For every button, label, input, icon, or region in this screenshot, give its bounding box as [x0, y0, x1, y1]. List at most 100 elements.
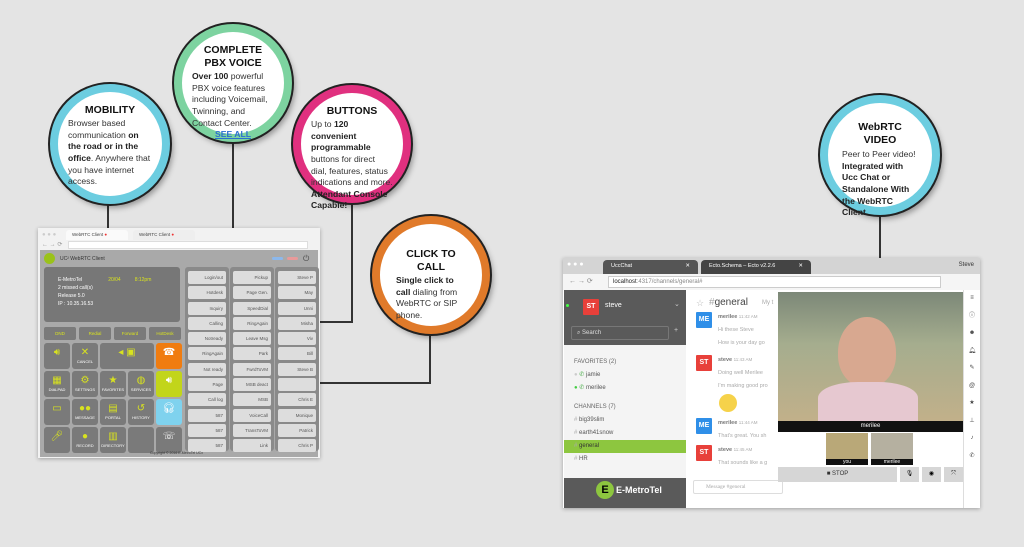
function-key-forward[interactable]: Forward: [114, 327, 146, 340]
mute-mic-icon[interactable]: 🎙: [900, 467, 919, 482]
bell-icon[interactable]: 🔔︎: [968, 347, 976, 354]
keypad-button[interactable]: ●RECORD: [72, 427, 98, 453]
programmable-button[interactable]: Steve B: [278, 362, 316, 376]
star-icon[interactable]: ★: [969, 400, 975, 406]
handset-button[interactable]: ☏: [156, 427, 182, 453]
programmable-button[interactable]: Notready: [188, 332, 226, 346]
programmable-button[interactable]: SpeedDial: [233, 301, 271, 315]
keypad-button[interactable]: ⚙SETTINGS: [72, 371, 98, 397]
function-key-redial[interactable]: Redial: [79, 327, 111, 340]
nav-buttons[interactable]: ← → ⟳: [42, 242, 63, 248]
programmable-button[interactable]: VoiceCall: [233, 408, 271, 422]
programmable-button[interactable]: Park: [233, 347, 271, 361]
programmable-button[interactable]: Pickup: [233, 271, 271, 284]
programmable-button[interactable]: Page: [188, 378, 226, 392]
programmable-button[interactable]: TransToVM: [233, 423, 271, 437]
favorite-item-merilee[interactable]: ● ✆ merilee: [574, 385, 606, 391]
address-bar[interactable]: localhost:4317/channels/general#: [608, 276, 941, 288]
programmable-button[interactable]: Login/out: [188, 271, 226, 284]
programmable-button[interactable]: 587: [188, 408, 226, 422]
browser-tab[interactable]: UccChat✕: [603, 260, 698, 274]
programmable-button[interactable]: Bill: [278, 347, 316, 361]
hide-video-icon[interactable]: ◉: [922, 467, 941, 482]
headset-button[interactable]: 🎧︎: [156, 399, 182, 425]
address-bar[interactable]: [68, 241, 308, 249]
programmable-button[interactable]: Call log: [188, 393, 226, 407]
stop-button[interactable]: ■ STOP: [778, 467, 897, 482]
power-icon[interactable]: ⏻: [303, 254, 310, 263]
keypad-button[interactable]: ◍SERVICES: [128, 371, 154, 397]
browser-tab[interactable]: Ecto.Schema – Ecto v2.2.6✕: [701, 260, 811, 274]
channel-item-HR[interactable]: # HR: [574, 456, 588, 462]
programmable-button[interactable]: Unni: [278, 301, 316, 315]
keypad-button[interactable]: ▤PORTAL: [100, 399, 126, 425]
members-icon[interactable]: ☻: [968, 330, 976, 336]
programmable-button[interactable]: May: [278, 286, 316, 300]
programmable-button[interactable]: Leave Msg: [233, 332, 271, 346]
keypad-button[interactable]: ★FAVORITES: [100, 371, 126, 397]
nav-buttons[interactable]: ← → ⟳: [569, 278, 593, 285]
keypad-button[interactable]: ▦DIALPAD: [44, 371, 70, 397]
keypad-button[interactable]: ↺HISTORY: [128, 399, 154, 425]
programmable-button[interactable]: RingAgain: [188, 347, 226, 361]
user-name[interactable]: steve: [605, 302, 622, 309]
profile-name[interactable]: Steve: [958, 262, 974, 268]
programmable-button[interactable]: RingAgain: [233, 316, 271, 330]
programmable-button[interactable]: Steve P: [278, 271, 316, 284]
search-input[interactable]: ⌕ Search: [571, 326, 669, 340]
keypad-button[interactable]: ▭: [44, 399, 70, 425]
keypad-button[interactable]: [128, 427, 154, 453]
function-key-hotdesk[interactable]: HotDesk: [149, 327, 181, 340]
programmable-button[interactable]: 587: [188, 439, 226, 453]
programmable-button[interactable]: 587: [188, 423, 226, 437]
video-thumb-you[interactable]: you: [826, 433, 868, 465]
attachment-icon[interactable]: ✎: [969, 365, 975, 371]
programmable-button[interactable]: Page Gen.: [233, 286, 271, 300]
at-icon[interactable]: @: [968, 382, 976, 389]
phone-icon[interactable]: ✆: [969, 452, 975, 459]
user-avatar[interactable]: ST: [583, 299, 599, 315]
pin-icon[interactable]: ⊥: [969, 417, 975, 424]
browser-tab[interactable]: WebRTC Client ●: [133, 230, 195, 240]
programmable-button[interactable]: Inquiry: [188, 301, 226, 315]
programmable-button[interactable]: Hotdesk: [188, 286, 226, 300]
programmable-button[interactable]: Misha: [278, 316, 316, 330]
channel-item-big39slim[interactable]: # big39slim: [574, 417, 605, 423]
see-all-link[interactable]: SEE ALL: [215, 129, 251, 140]
programmable-button[interactable]: Chris P: [278, 439, 316, 453]
video-thumb-merilee[interactable]: merilee: [871, 433, 913, 465]
programmable-button[interactable]: [278, 378, 316, 392]
programmable-button[interactable]: FwrdToVM: [233, 362, 271, 376]
programmable-button[interactable]: Calling: [188, 316, 226, 330]
programmable-button[interactable]: Patrick: [278, 423, 316, 437]
programmable-button[interactable]: MSB: [233, 393, 271, 407]
programmable-button[interactable]: Not ready: [188, 362, 226, 376]
star-icon[interactable]: ☆: [696, 298, 705, 308]
keypad-button[interactable]: 🔊︎: [44, 343, 70, 369]
fullscreen-icon[interactable]: ⤧: [944, 467, 963, 482]
programmable-button[interactable]: MSB deact: [233, 378, 271, 392]
keypad-button[interactable]: ●●MESSAGE: [72, 399, 98, 425]
programmable-button[interactable]: Chris E: [278, 393, 316, 407]
keypad-button[interactable]: ☎: [156, 343, 182, 369]
info-icon[interactable]: ⓘ: [968, 312, 975, 319]
chevron-down-icon[interactable]: ⌄: [674, 301, 680, 308]
speaker-button[interactable]: 🔊︎: [156, 371, 182, 397]
channel-item-general[interactable]: # general: [564, 440, 686, 453]
function-key-dnd[interactable]: DND: [44, 327, 76, 340]
keypad-button[interactable]: ▥DIRECTORY: [100, 427, 126, 453]
keypad-button[interactable]: ✕CANCEL: [72, 343, 98, 369]
keypad-button[interactable]: 🎤︎: [44, 427, 70, 453]
callout-bold: Integrated with Ucc Chat or Standalone W…: [842, 160, 910, 218]
programmable-button[interactable]: Viv: [278, 332, 316, 346]
message-input[interactable]: Message #general: [693, 480, 783, 494]
favorite-item-jamie[interactable]: ● ✆ jamie: [574, 372, 601, 378]
channel-item-earth41snow[interactable]: # earth41snow: [574, 430, 614, 436]
add-icon[interactable]: +: [674, 327, 679, 334]
menu-icon[interactable]: ≡: [970, 295, 974, 301]
mic-icon[interactable]: ♪: [970, 435, 974, 441]
browser-tab[interactable]: WebRTC Client ●: [66, 230, 128, 240]
programmable-button[interactable]: Link: [233, 439, 271, 453]
keypad-button[interactable]: ◂ ▣: [100, 343, 154, 369]
programmable-button[interactable]: Monique: [278, 408, 316, 422]
